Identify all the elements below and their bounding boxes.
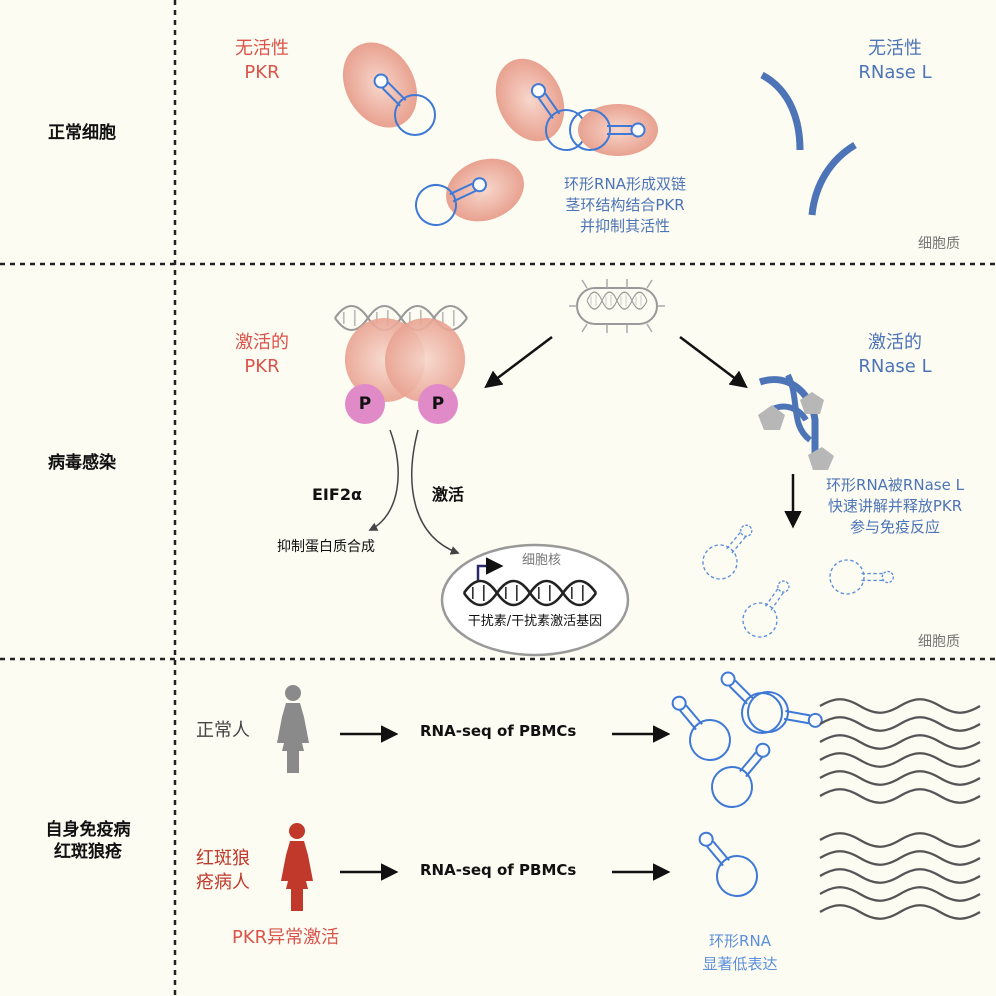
patient-label-2: 疮病人 <box>196 872 250 893</box>
normal-mrna-waves <box>818 698 982 804</box>
arrow-to-pkr <box>484 336 553 389</box>
inactive-rnase-label-2: RNase L <box>858 62 932 83</box>
active-pkr-label-2: PKR <box>244 356 280 377</box>
phospho-label-right: P <box>431 394 445 414</box>
circrna-low-label-1: 环形RNA <box>709 932 771 950</box>
patient-label-1: 红斑狼 <box>196 848 250 869</box>
nucleus <box>440 543 630 657</box>
circrna-note-3: 并抑制其活性 <box>579 217 670 235</box>
eif2a-label: EIF2α <box>312 485 362 504</box>
rnase-note-1: 环形RNA被RNase L <box>826 476 964 494</box>
circrna-note-1: 环形RNA形成双链 <box>564 175 686 193</box>
circrna-low-label-2: 显著低表达 <box>702 955 778 973</box>
row-label-infection: 病毒感染 <box>48 453 116 473</box>
activation-arrow <box>411 429 460 555</box>
normal-person-icon <box>277 685 309 773</box>
active-rnase-label-2: RNase L <box>858 356 932 377</box>
inactive-rnase-label-1: 无活性 <box>868 38 922 59</box>
cytoplasm-label-1: 细胞质 <box>918 236 960 252</box>
normal-person-label: 正常人 <box>196 720 250 741</box>
active-rnase-label-1: 激活的 <box>868 332 922 353</box>
patient-mrna-waves <box>818 832 982 920</box>
phospho-label-left: P <box>358 394 372 414</box>
inactive-pkr-label-1: 无活性 <box>235 38 289 59</box>
activated-rnase-l <box>758 373 834 470</box>
patient-rnaseq-label: RNA-seq of PBMCs <box>420 861 577 879</box>
virus-icon <box>569 279 665 333</box>
inactive-pkr-label-2: PKR <box>244 62 280 83</box>
rnase-note-3: 参与免疫反应 <box>849 518 940 536</box>
circrna-note-2: 茎环结构结合PKR <box>565 196 685 214</box>
normal-circrna-high <box>658 659 827 817</box>
activate-label: 激活 <box>432 485 465 504</box>
activated-pkr-dimer <box>333 304 469 424</box>
cytoplasm-label-2: 细胞质 <box>918 634 960 650</box>
pkr-abnormal-label: PKR异常激活 <box>232 927 340 948</box>
normal-rnaseq-label: RNA-seq of PBMCs <box>420 722 577 740</box>
inactive-pkr-circrna-complexes <box>342 42 658 233</box>
patient-person-icon <box>281 823 313 911</box>
arrow-to-rnase <box>679 336 748 389</box>
nucleus-label: 细胞核 <box>522 553 562 568</box>
ifn-genes-label: 干扰素/干扰素激活基因 <box>467 614 603 629</box>
active-pkr-label-1: 激活的 <box>235 332 289 353</box>
row-label-normal: 正常细胞 <box>48 123 116 143</box>
row-label-autoimmune-1: 自身免疫病 <box>45 820 131 840</box>
inhibit-protein-synthesis-label: 抑制蛋白质合成 <box>277 539 375 555</box>
patient-circrna-low <box>685 820 767 906</box>
inactive-rnase-l <box>760 71 857 216</box>
row-label-autoimmune-2: 红斑狼疮 <box>54 842 122 862</box>
rnase-note-2: 快速讲解并释放PKR <box>827 497 963 515</box>
eif2a-arrow <box>368 429 399 531</box>
